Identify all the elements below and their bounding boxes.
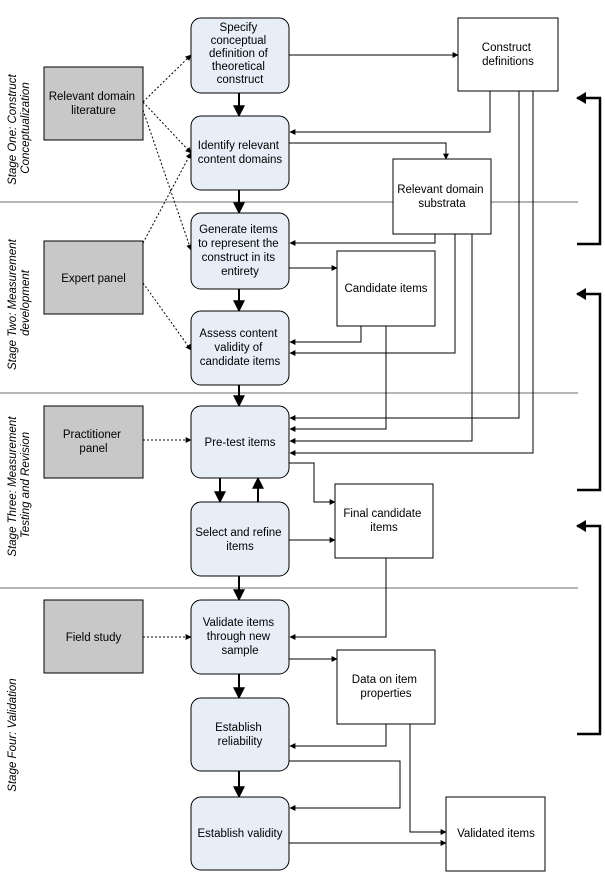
source-field-study: Field study (43, 599, 144, 674)
svg-text:Validate items through: Validate items through new sample (203, 617, 278, 657)
step-identify-domains: Identify relevant content domains (190, 115, 290, 191)
source-boxes: Relevant domain literature Expert panel … (43, 66, 144, 674)
dotted-connector (142, 152, 192, 244)
step-validate-items: Validate items through new sample (190, 599, 290, 675)
connector (289, 462, 336, 505)
stage-brackets (577, 96, 602, 736)
svg-text:Candidate items: Candidate items (344, 283, 427, 295)
dotted-connector (142, 54, 192, 103)
output-construct-definitions: Construct definitions (457, 17, 559, 92)
stage-bracket (577, 96, 602, 246)
svg-text:Establish reliability: Establish reliability (215, 722, 265, 748)
svg-text:Data on item propertie: Data on item properties (352, 674, 420, 700)
svg-text:Final candidate items: Final candidate items (343, 508, 424, 534)
svg-text:Relevant domain substr: Relevant domain substrata (397, 184, 487, 210)
source-expert-panel: Expert panel (43, 240, 144, 315)
svg-text:Practitioner panel: Practitioner panel (63, 429, 124, 455)
connector (289, 234, 456, 356)
svg-text:Assess content validit: Assess content validity of candidate ite… (199, 328, 280, 368)
output-boxes: Construct definitions Relevant domain su… (334, 17, 559, 872)
svg-text:Relevant domain litera: Relevant domain literature (49, 91, 139, 117)
stage-label-four: Stage Four: Validation (7, 678, 19, 791)
source-relevant-domain-literature: Relevant domain literature (43, 66, 144, 141)
output-data-on-item-properties: Data on item properties (336, 649, 436, 725)
svg-text:Field study: Field study (66, 632, 122, 644)
stage-bracket (577, 292, 602, 492)
connector (289, 558, 387, 640)
step-assess-content-validity: Assess content validity of candidate ite… (190, 310, 290, 386)
step-pre-test-items: Pre-test items (190, 405, 290, 479)
bracket-arrowheads (576, 92, 586, 532)
connector (289, 91, 491, 135)
connector (289, 91, 534, 456)
output-candidate-items: Candidate items (336, 250, 436, 327)
bracket-arrowhead (576, 288, 586, 300)
dotted-connector (142, 282, 192, 351)
output-relevant-domain-substrata: Relevant domain substrata (392, 158, 492, 235)
connector (289, 760, 401, 811)
stage-bracket (577, 524, 602, 736)
svg-text:Validated items: Validated items (457, 828, 535, 840)
svg-text:Specify conceptual: Specify conceptual definition of theoret… (209, 22, 271, 86)
step-establish-reliability: Establish reliability (190, 697, 290, 772)
svg-text:Select and refine item: Select and refine items (195, 527, 285, 553)
connectors (142, 52, 534, 846)
stage-label-two: Stage Two: Measurement development (7, 236, 32, 370)
connector (289, 724, 387, 749)
step-specify-definition: Specify conceptual definition of theoret… (190, 17, 290, 94)
dotted-connector (142, 109, 193, 251)
step-establish-validity: Establish validity (190, 796, 290, 871)
connector (409, 724, 447, 835)
bracket-arrowhead (576, 92, 586, 104)
svg-text:Expert panel: Expert panel (61, 273, 126, 285)
svg-text:Construct definitions: Construct definitions (482, 42, 534, 68)
source-practitioner-panel: Practitioner panel (43, 405, 144, 479)
svg-text:Establish validity: Establish validity (197, 828, 282, 840)
connector (289, 326, 362, 345)
dotted-connector (142, 101, 192, 154)
svg-text:Pre-test items: Pre-test items (205, 437, 276, 449)
step-select-refine-items: Select and refine items (190, 501, 290, 577)
svg-text:Identify relevant cont: Identify relevant content domains (198, 140, 283, 166)
connector (289, 142, 449, 160)
connector (289, 234, 473, 444)
stage-label-one: Stage One: Construct Conceptualization (7, 71, 32, 185)
output-validated-items: Validated items (445, 796, 546, 872)
svg-text:Generate items to repr: Generate items to represent the construc… (198, 224, 282, 278)
connector (289, 234, 436, 246)
stage-label-three: Stage Three: Measurement Testing and Rev… (7, 413, 32, 556)
process-steps: Specify conceptual definition of theoret… (190, 17, 290, 871)
connector (289, 326, 387, 432)
output-final-candidate-items: Final candidate items (334, 483, 434, 559)
step-generate-items: Generate items to represent the construc… (190, 212, 290, 290)
connector (289, 91, 520, 421)
bracket-arrowhead (576, 520, 586, 532)
